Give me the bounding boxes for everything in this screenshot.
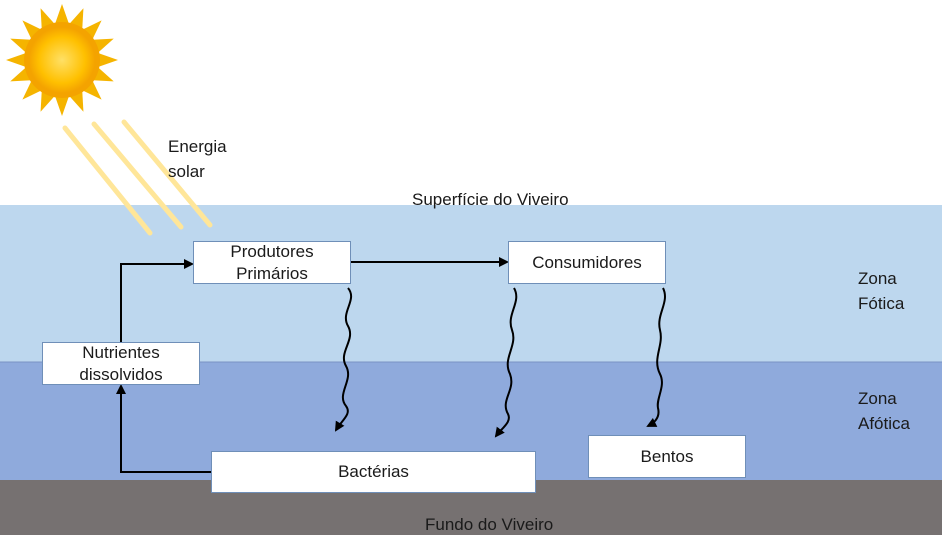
detritus-arrows: [334, 287, 666, 438]
wavy-arrow-consumers-to-bacteria: [494, 287, 518, 438]
consumers-box: Consumidores: [508, 241, 666, 284]
photic-zone-label: Zona Fótica: [858, 269, 905, 313]
arrow-nutrients-to-producers: [120, 259, 194, 342]
aphotic-zone-label: Zona Afótica: [858, 389, 910, 433]
bacteria-label: Bactérias: [338, 462, 409, 481]
water-surface-waves: [0, 205, 942, 212]
bacteria-box: Bactérias: [211, 451, 536, 493]
solar-beams: [62, 119, 213, 236]
nutrients-label: Nutrientes dissolvidos: [79, 342, 163, 384]
sun-icon: [6, 4, 118, 116]
consumers-label: Consumidores: [532, 252, 642, 272]
surface-label: Superfície do Viveiro: [412, 190, 569, 209]
photic-zone: [0, 205, 942, 362]
arrow-bacteria-to-nutrients: [116, 384, 211, 473]
producers-box: Produtores Primários: [193, 241, 351, 284]
producers-label: Produtores Primários: [230, 241, 314, 283]
bottom-label: Fundo do Viveiro: [425, 515, 554, 534]
flow-arrows: [116, 257, 509, 473]
wavy-arrow-producers-to-bacteria: [334, 287, 353, 432]
wavy-arrow-consumers-to-bentos: [646, 287, 666, 427]
benthos-box: Bentos: [588, 435, 746, 478]
energy-label: Energia solar: [168, 137, 227, 181]
nutrients-box: Nutrientes dissolvidos: [42, 342, 200, 385]
benthos-label: Bentos: [640, 446, 694, 466]
